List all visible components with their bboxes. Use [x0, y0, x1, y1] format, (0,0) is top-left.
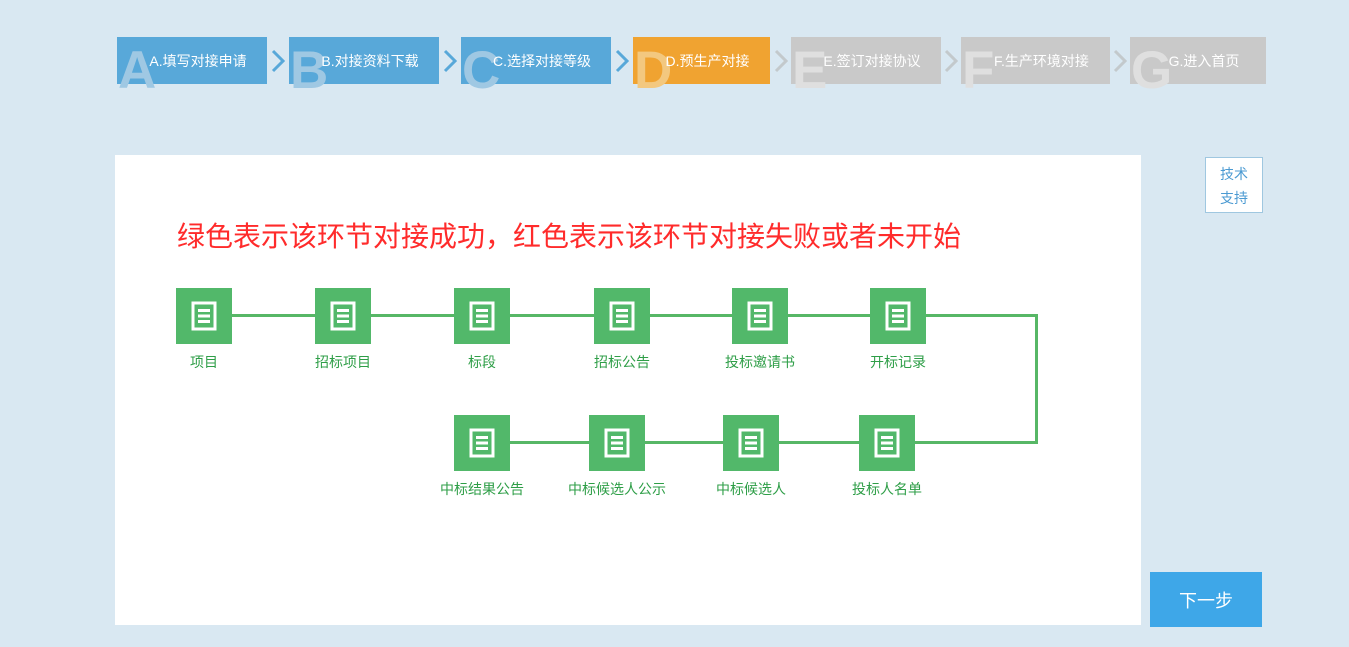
document-icon — [454, 415, 510, 471]
flow-node-label: 标段 — [468, 354, 496, 370]
chevron-right-icon — [774, 49, 788, 73]
flow-node-bid-opening-record: 开标记录 — [870, 288, 926, 370]
flow-node-bid-section: 标段 — [454, 288, 510, 370]
document-icon — [454, 288, 510, 344]
step-label: F.生产环境对接 — [994, 52, 1089, 69]
docking-status-panel: 绿色表示该环节对接成功，红色表示该环节对接失败或者未开始 项目 招标项目 标段 … — [115, 155, 1141, 625]
chevron-right-icon — [271, 49, 285, 73]
flow-node-bidder-list: 投标人名单 — [852, 415, 922, 497]
flow-node-label: 中标结果公告 — [440, 481, 524, 497]
wizard-stepbar: A A.填写对接申请 B B.对接资料下载 C C.选择对接等级 D D.预生产… — [0, 0, 1349, 110]
step-label: C.选择对接等级 — [493, 52, 591, 69]
step-e-sign-agreement[interactable]: E E.签订对接协议 — [791, 37, 941, 97]
flow-node-label: 招标项目 — [315, 354, 371, 370]
step-b-download-materials[interactable]: B B.对接资料下载 — [289, 37, 439, 97]
step-d-preproduction[interactable]: D D.预生产对接 — [633, 37, 770, 97]
step-label: D.预生产对接 — [665, 52, 750, 69]
flow-node-project: 项目 — [176, 288, 232, 370]
document-icon — [176, 288, 232, 344]
flow-node-tender-project: 招标项目 — [315, 288, 371, 370]
step-a-fill-application[interactable]: A A.填写对接申请 — [117, 37, 267, 97]
document-icon — [589, 415, 645, 471]
chevron-right-icon — [615, 49, 629, 73]
document-icon — [859, 415, 915, 471]
step-f-production-env[interactable]: F F.生产环境对接 — [961, 37, 1110, 97]
document-icon — [870, 288, 926, 344]
flow-node-candidate-publicity: 中标候选人公示 — [568, 415, 666, 497]
document-icon — [315, 288, 371, 344]
tech-support-button[interactable]: 技术 支持 — [1205, 157, 1263, 213]
step-label: E.签订对接协议 — [823, 52, 921, 69]
legend-text: 绿色表示该环节对接成功，红色表示该环节对接失败或者未开始 — [177, 221, 962, 252]
step-c-select-level[interactable]: C C.选择对接等级 — [461, 37, 611, 97]
step-label: B.对接资料下载 — [321, 52, 419, 69]
flow-node-label: 投标人名单 — [852, 481, 922, 497]
flow-node-label: 投标邀请书 — [725, 354, 795, 370]
chevron-right-icon — [1113, 49, 1127, 73]
flow-node-label: 项目 — [190, 354, 218, 370]
tech-support-line1: 技术 — [1220, 166, 1248, 182]
step-g-enter-home[interactable]: G G.进入首页 — [1130, 37, 1266, 97]
flow-node-label: 中标候选人 — [716, 481, 786, 497]
tech-support-line2: 支持 — [1220, 190, 1248, 206]
step-label: G.进入首页 — [1168, 52, 1240, 69]
chevron-right-icon — [443, 49, 457, 73]
flow-node-label: 开标记录 — [870, 354, 926, 370]
flow-node-winning-result-announcement: 中标结果公告 — [440, 415, 524, 497]
flow-node-label: 招标公告 — [594, 354, 650, 370]
document-icon — [594, 288, 650, 344]
flow-node-winning-candidate: 中标候选人 — [716, 415, 786, 497]
flow-node-bid-invitation: 投标邀请书 — [725, 288, 795, 370]
step-label: A.填写对接申请 — [149, 52, 247, 69]
flow-connector-vertical — [1035, 314, 1038, 444]
document-icon — [732, 288, 788, 344]
chevron-right-icon — [944, 49, 958, 73]
next-step-button[interactable]: 下一步 — [1150, 572, 1262, 627]
flow-node-tender-announcement: 招标公告 — [594, 288, 650, 370]
flow-node-label: 中标候选人公示 — [568, 481, 666, 497]
document-icon — [723, 415, 779, 471]
